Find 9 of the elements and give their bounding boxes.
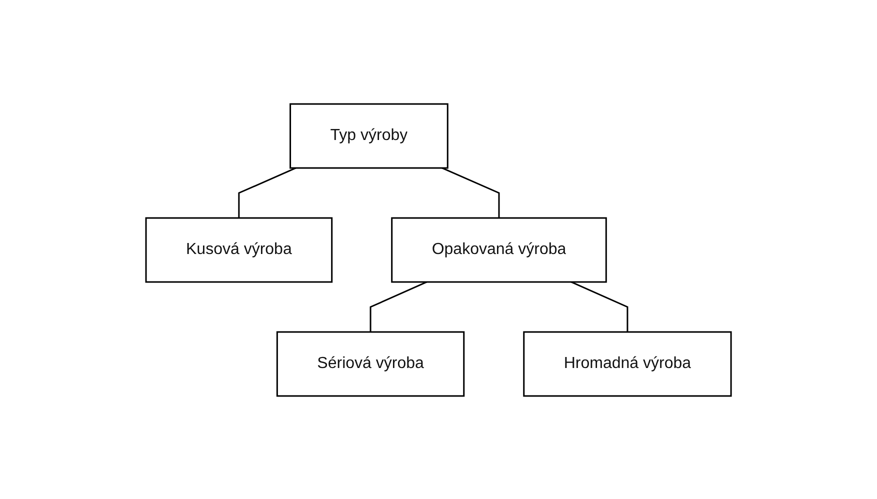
connector xyxy=(238,166,296,218)
connector xyxy=(570,280,628,332)
node-box: Hromadná výroba xyxy=(523,330,732,396)
node-box: Opakovaná výroba xyxy=(391,216,607,282)
node-box: Sériová výroba xyxy=(276,330,465,396)
node-box: Typ výroby xyxy=(290,102,448,168)
node-box: Kusová výroba xyxy=(145,216,333,282)
connector xyxy=(370,280,428,332)
connector xyxy=(442,166,500,218)
